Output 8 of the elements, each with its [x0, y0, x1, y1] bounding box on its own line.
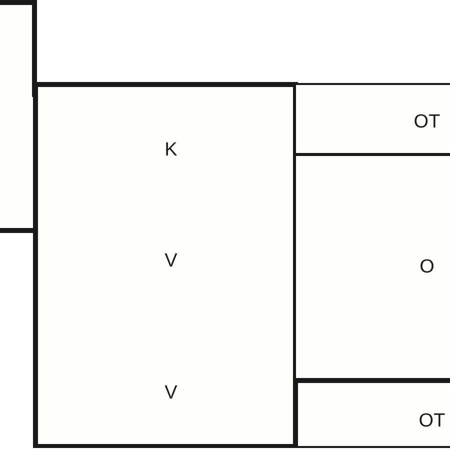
- box-label: O: [420, 258, 434, 276]
- box-label: V: [164, 384, 178, 402]
- box-label: K: [164, 140, 178, 160]
- box-label: OT: [414, 112, 440, 132]
- layout-box: [33, 320, 298, 448]
- box-label: OT: [418, 412, 446, 430]
- box-label: V: [164, 252, 178, 270]
- layout-box: [296, 83, 450, 158]
